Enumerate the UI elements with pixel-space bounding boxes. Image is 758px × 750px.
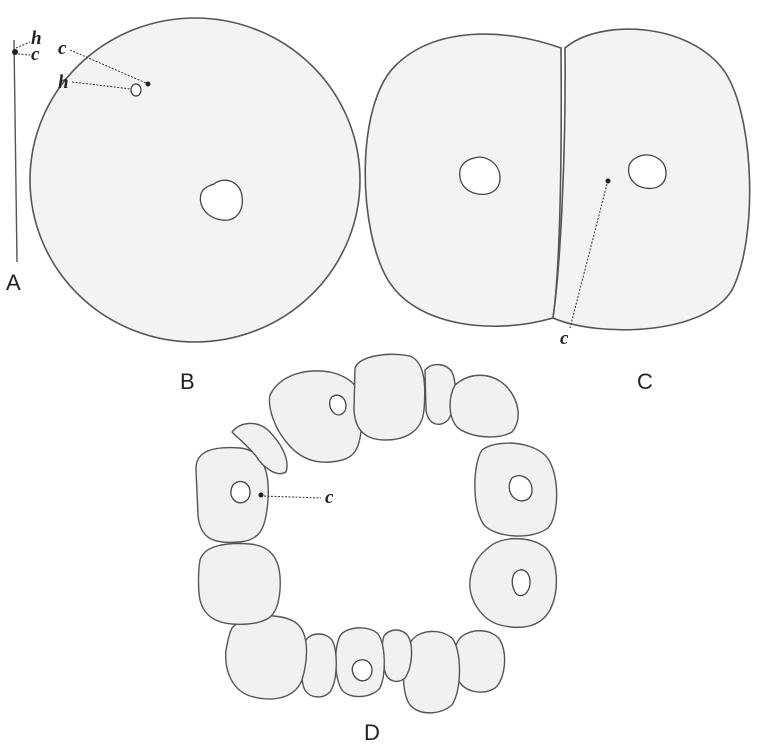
panel-d-nucleus [231, 481, 250, 502]
panel-d-nucleus [509, 476, 532, 501]
panel-c-left-nucleus [460, 157, 500, 194]
panel-d-cell [450, 375, 518, 437]
panel-d-cell [454, 631, 505, 692]
panel-d-cell [199, 544, 281, 625]
panel-d-cell [226, 616, 307, 699]
panel-d-letter: D [364, 720, 380, 745]
panel-a-marker [12, 49, 18, 55]
panel-d-label-c: c [325, 487, 334, 508]
panel-b-label-c: c [58, 38, 67, 59]
panel-c-label-c: c [560, 328, 569, 349]
panel-a-label-c: c [31, 44, 40, 65]
panel-b: c h B [30, 18, 360, 394]
panel-d-centrosome [259, 493, 264, 498]
panel-a-profile-line [14, 40, 17, 262]
panel-d-nucleus [352, 660, 372, 681]
panel-a-letter: A [6, 270, 21, 295]
panel-d: c D [196, 354, 557, 745]
panel-b-centrosome [146, 82, 151, 87]
panel-d-cell [382, 630, 411, 681]
panel-b-label-h: h [58, 72, 69, 93]
panel-b-cell [30, 18, 360, 342]
panel-b-letter: B [180, 369, 195, 394]
panel-c-right-nucleus [629, 155, 666, 188]
panel-c: c C [365, 29, 749, 394]
panel-c-letter: C [637, 369, 653, 394]
panel-a-c-leader [18, 54, 30, 55]
panel-b-polar-body [131, 84, 141, 96]
panel-d-c-leader [264, 496, 321, 498]
panel-d-nucleus [512, 570, 530, 596]
panel-c-centrosome [606, 179, 611, 184]
panel-d-cell [269, 371, 362, 462]
panel-d-cell [354, 354, 425, 440]
panel-d-cell [403, 631, 459, 712]
panel-d-nucleus [330, 395, 346, 415]
panel-a-h-leader [16, 42, 30, 48]
